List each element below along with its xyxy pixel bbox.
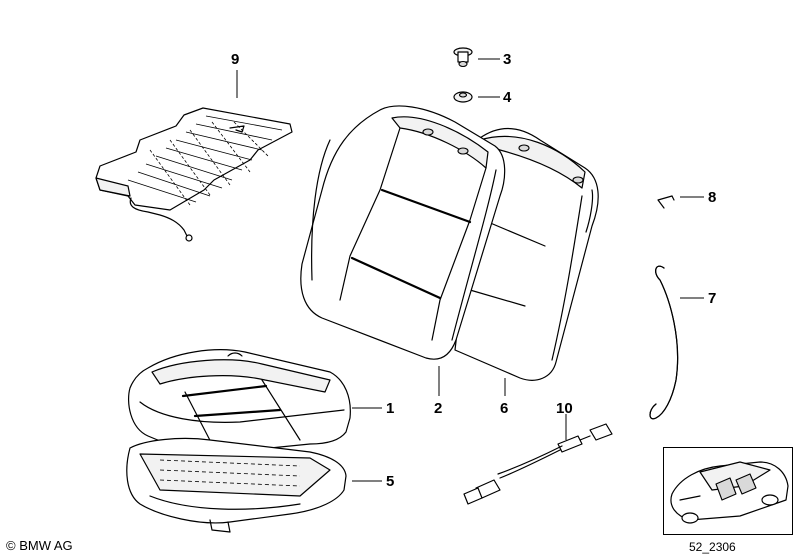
callout-3: 3 [503, 51, 511, 68]
clamp-ring-icon[interactable] [649, 265, 679, 420]
washer-icon[interactable] [453, 91, 473, 103]
callout-4: 4 [503, 89, 512, 106]
backrest-cover-icon[interactable] [300, 105, 506, 360]
diagram-ref: 52_2306 [689, 540, 736, 554]
copyright-text: © BMW AG [6, 538, 73, 553]
vehicle-locator-icon [670, 461, 789, 524]
cushion-pad-icon[interactable] [126, 437, 347, 533]
wiring-harness-icon[interactable] [463, 423, 613, 505]
locator-frame [663, 447, 793, 535]
seat-heating-element-icon[interactable] [95, 107, 293, 242]
callout-5: 5 [386, 473, 394, 490]
seat-cushion-cover-icon[interactable] [127, 349, 351, 453]
callout-1: 1 [386, 400, 394, 417]
callout-7: 7 [708, 290, 716, 307]
expanding-rivet-icon[interactable] [453, 47, 473, 68]
hook-icon[interactable] [657, 195, 675, 209]
callout-6: 6 [500, 400, 508, 417]
callout-8: 8 [708, 189, 716, 206]
callout-9: 9 [231, 51, 239, 68]
callout-10: 10 [556, 400, 573, 417]
callout-2: 2 [434, 400, 442, 417]
